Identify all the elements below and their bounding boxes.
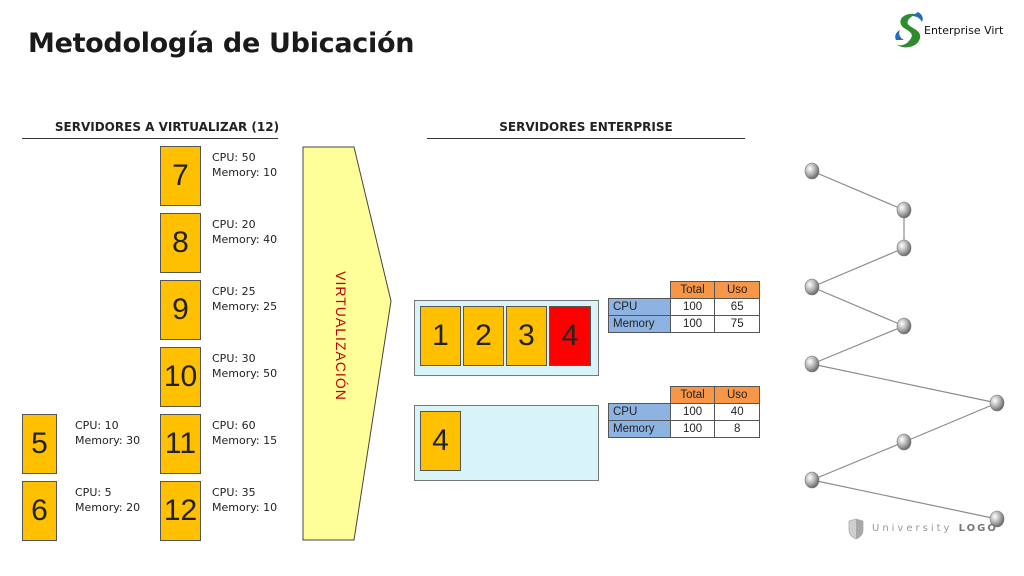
vm-slot: 2	[463, 306, 504, 366]
server-memory: Memory: 15	[212, 434, 278, 447]
right-section-title: SERVIDORES ENTERPRISE	[499, 120, 673, 134]
server-cpu: CPU: 20	[212, 218, 256, 231]
cell-total: 100	[669, 403, 716, 421]
cell-uso: 65	[714, 298, 760, 316]
network-node-icon	[896, 317, 912, 335]
row-label: Memory	[608, 315, 671, 333]
virtualization-label: VIRTUALIZACIÓN	[333, 271, 349, 401]
server-box: 5	[22, 414, 57, 474]
server-cpu: CPU: 30	[212, 352, 256, 365]
network-node-icon	[989, 510, 1005, 528]
server-cpu: CPU: 25	[212, 285, 256, 298]
server-cpu: CPU: 10	[75, 419, 119, 432]
server-box: 10	[160, 347, 201, 407]
server-specs: CPU: 35 Memory: 10	[212, 485, 277, 515]
table-header: Uso	[714, 386, 760, 404]
server-specs: CPU: 50 Memory: 10	[212, 150, 277, 180]
network-node-icon	[896, 239, 912, 257]
network-node-icon	[804, 162, 820, 180]
vm-slot: 4	[420, 411, 461, 471]
server-specs: CPU: 60 Memory: 15	[212, 418, 277, 448]
server-specs: CPU: 10 Memory: 30	[75, 418, 140, 448]
cell-total: 100	[669, 298, 716, 316]
network-node-icon	[989, 394, 1005, 412]
table-header: Total	[669, 386, 716, 404]
cell-uso: 40	[714, 403, 760, 421]
server-cpu: CPU: 50	[212, 151, 256, 164]
server-memory: Memory: 50	[212, 367, 278, 380]
table-header: Total	[669, 281, 716, 299]
server-specs: CPU: 30 Memory: 50	[212, 351, 277, 381]
server-memory: Memory: 10	[212, 166, 278, 179]
network-node-icon	[804, 355, 820, 373]
cell-total: 100	[669, 420, 716, 438]
brand-swirl-icon	[895, 12, 923, 48]
right-section-underline	[427, 138, 745, 139]
brand-logo: Enterprise Virt	[892, 10, 1008, 50]
table-corner	[609, 282, 671, 299]
server-cpu: CPU: 35	[212, 486, 256, 499]
server-memory: Memory: 10	[212, 501, 278, 514]
footer-logo: University LOGO	[848, 518, 1008, 542]
network-node-icon	[804, 278, 820, 296]
footer-logo-bold: LOGO	[958, 523, 998, 534]
vm-slot: 3	[506, 306, 547, 366]
virtualization-arrow	[302, 146, 392, 541]
vm-slot-highlighted: 4	[549, 306, 591, 366]
server-memory: Memory: 40	[212, 233, 278, 246]
server-box: 11	[160, 414, 201, 474]
network-node-icon	[896, 201, 912, 219]
footer-logo-text: University LOGO	[872, 523, 998, 534]
network-node-icon	[804, 471, 820, 489]
server-box: 6	[22, 481, 57, 541]
resource-table: Total Uso CPU 100 65 Memory 100 75	[608, 281, 760, 333]
cell-total: 100	[669, 315, 716, 333]
server-box: 12	[160, 481, 201, 541]
server-box: 9	[160, 280, 201, 340]
footer-logo-light: University	[872, 523, 953, 534]
cell-uso: 75	[714, 315, 760, 333]
shield-icon	[848, 518, 864, 540]
server-cpu: CPU: 60	[212, 419, 256, 432]
table-row: CPU 100 40	[608, 403, 760, 421]
brand-logo-text: Enterprise Virt	[924, 24, 1004, 37]
table-row: Memory 100 75	[608, 315, 760, 333]
server-specs: CPU: 5 Memory: 20	[75, 485, 140, 515]
page-title: Metodología de Ubicación	[28, 28, 415, 59]
table-header: Uso	[714, 281, 760, 299]
server-memory: Memory: 25	[212, 300, 278, 313]
cell-uso: 8	[714, 420, 760, 438]
left-section-title: SERVIDORES A VIRTUALIZAR (12)	[54, 120, 280, 134]
row-label: CPU	[608, 403, 671, 421]
left-section-underline	[22, 138, 278, 139]
table-row: Memory 100 8	[608, 420, 760, 438]
row-label: CPU	[608, 298, 671, 316]
row-label: Memory	[608, 420, 671, 438]
server-memory: Memory: 20	[75, 501, 141, 514]
server-cpu: CPU: 5	[75, 486, 112, 499]
server-memory: Memory: 30	[75, 434, 141, 447]
server-box: 7	[160, 146, 201, 206]
vm-slot: 1	[420, 306, 461, 366]
network-node-icon	[896, 433, 912, 451]
server-specs: CPU: 25 Memory: 25	[212, 284, 277, 314]
server-specs: CPU: 20 Memory: 40	[212, 217, 277, 247]
server-box: 8	[160, 213, 201, 273]
table-corner	[609, 387, 671, 404]
table-row: CPU 100 65	[608, 298, 760, 316]
resource-table: Total Uso CPU 100 40 Memory 100 8	[608, 386, 760, 438]
decorative-node-network	[804, 162, 1005, 528]
